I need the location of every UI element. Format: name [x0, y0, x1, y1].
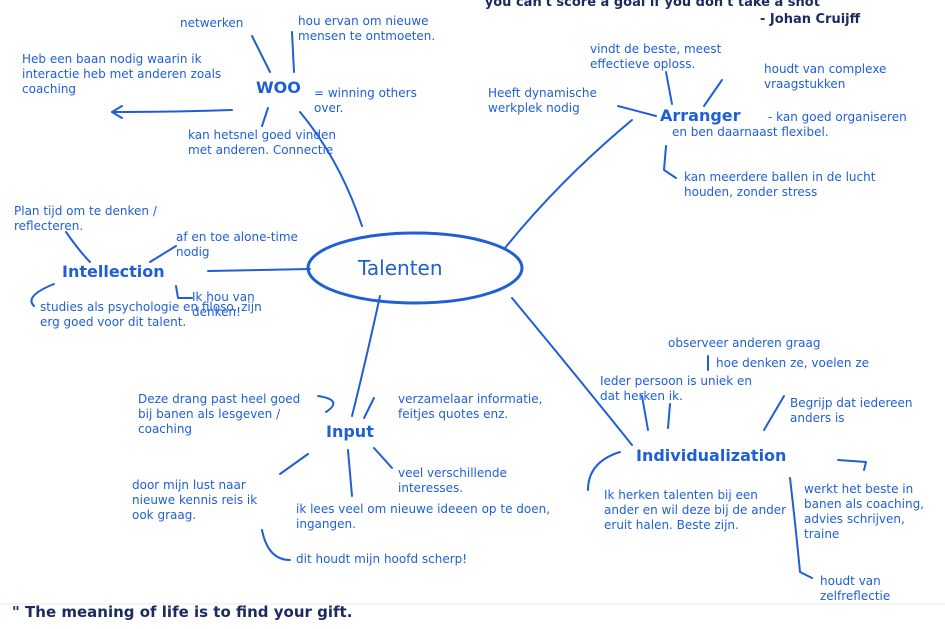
input-tick-1	[363, 397, 375, 419]
input-arrow	[261, 529, 291, 561]
quote-top-author: - Johan Cruijff	[760, 12, 861, 27]
indiv-note-4: Begrijp dat iedereen anders is	[790, 396, 913, 425]
woo-definition: = winning others over.	[314, 86, 417, 115]
indiv-note-6: werkt het beste in banen als coaching, a…	[804, 482, 924, 541]
input-hook	[317, 395, 335, 413]
quote-top: "you can't score a goal if you don't tak…	[478, 0, 827, 10]
woo-tick-3	[261, 107, 269, 127]
indiv-note-2: hoe denken ze, voelen ze	[716, 356, 870, 370]
indiv-note-7: houdt van zelfreflectie	[820, 574, 891, 603]
input-note-1: Deze drang past heel goed bij banen als …	[138, 392, 301, 436]
arranger-arrow	[663, 145, 677, 179]
branch-intellection	[207, 268, 311, 272]
woo-title: WOO	[256, 78, 301, 97]
center-label: Talenten	[358, 256, 443, 280]
arranger-tick-3	[617, 105, 657, 117]
intellection-title: Intellection	[62, 262, 165, 281]
intellection-arrow	[175, 285, 193, 299]
indiv-tick-3	[667, 403, 671, 429]
indiv-note-5: Ik herken talenten bij een ander en wil …	[604, 488, 787, 532]
woo-arrow	[111, 109, 233, 113]
arranger-note-2: houdt van complexe vraagstukken	[764, 62, 887, 91]
branch-input	[351, 295, 381, 417]
woo-tick-1	[251, 35, 271, 73]
arranger-tick-2	[703, 79, 723, 107]
individualization-title: Individualization	[636, 446, 787, 465]
intellection-note-3: Ik hou van denken!	[192, 290, 255, 319]
input-note-6: dit houdt mijn hoofd scherp!	[296, 552, 468, 566]
arranger-note-5: kan meerdere ballen in de lucht houden, …	[684, 170, 876, 199]
arranger-tick-1	[665, 71, 673, 105]
indiv-tick-2	[641, 395, 649, 431]
intellection-note-1: Plan tijd om te denken / reflecteren.	[14, 204, 157, 233]
indiv-hook-left	[587, 451, 621, 491]
woo-arrow-head	[111, 105, 123, 119]
quote-bottom: " The meaning of life is to find your gi…	[12, 603, 353, 621]
intellection-hook	[30, 283, 55, 307]
input-note-2: verzamelaar informatie, feitjes quotes e…	[398, 392, 543, 421]
indiv-tick-4	[763, 395, 785, 431]
input-note-4: veel verschillende interesses.	[398, 466, 507, 495]
arranger-title: Arranger	[660, 106, 741, 125]
input-note-3: door mijn lust naar nieuwe kennis reis i…	[132, 478, 258, 522]
branch-individualization	[511, 297, 633, 446]
intellection-tick-1	[65, 231, 91, 263]
input-tick-3	[373, 447, 393, 469]
arranger-note-3: Heeft dynamische werkplek nodig	[488, 86, 597, 115]
indiv-arrow-right	[837, 459, 867, 471]
input-note-5: ik lees veel om nieuwe ideeen op te doen…	[296, 502, 551, 531]
input-title: Input	[326, 422, 374, 441]
woo-note-2: hou ervan om nieuwe mensen te ontmoeten.	[298, 14, 436, 43]
woo-note-1: netwerken	[180, 16, 244, 30]
intellection-tick-2	[149, 245, 177, 263]
intellection-note-4: studies als psychologie en filoso. zijn …	[40, 300, 262, 329]
arranger-note-1: vindt de beste, meest effectieve oploss.	[590, 42, 722, 71]
branch-arranger	[504, 119, 633, 249]
woo-note-3: Heb een baan nodig waarin ik interactie …	[22, 52, 222, 96]
input-tick-2	[279, 453, 309, 475]
woo-tick-2	[291, 31, 295, 73]
input-tick-4	[347, 449, 353, 497]
intellection-note-2: af en toe alone-time nodig	[176, 230, 298, 259]
branch-woo	[299, 111, 363, 227]
woo-note-4: kan hetsnel goed vinden met anderen. Con…	[188, 128, 337, 157]
center-ellipse	[306, 231, 524, 305]
indiv-bracket	[789, 477, 813, 579]
arranger-note-4: - kan goed organiseren en ben daarnaast …	[672, 110, 907, 139]
indiv-note-3: Ieder persoon is uniek en dat herken ik.	[600, 374, 753, 403]
indiv-note-1: observeer anderen graag	[668, 336, 821, 350]
